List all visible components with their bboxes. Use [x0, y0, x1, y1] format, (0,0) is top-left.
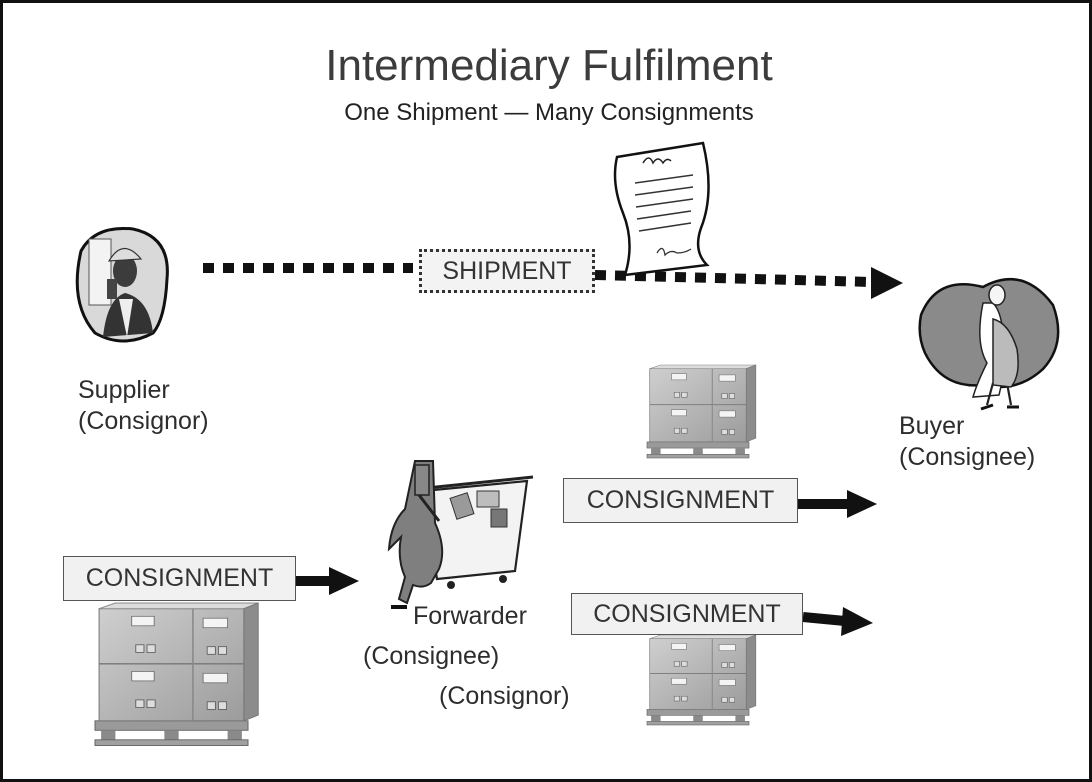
supplier-worker-icon	[75, 226, 169, 343]
forwarder-role-consignee: (Consignee)	[363, 642, 500, 670]
forwarder-cart-icon	[387, 460, 534, 609]
buyer-role: (Consignee)	[899, 443, 1036, 471]
buyer-label: Buyer (Consignee)	[899, 411, 1035, 473]
consignment-arrow-in	[296, 567, 359, 595]
shipment-arrow	[203, 263, 903, 299]
diagram-title: Intermediary Fulfilment	[325, 41, 773, 90]
forwarder-name: Forwarder	[413, 602, 527, 630]
buyer-reading-receipt-icon	[918, 278, 1060, 411]
consignment-arrow-out-top	[798, 490, 877, 518]
consignment-arrow-out-bottom	[802, 607, 873, 636]
pallet-bottom-right	[646, 634, 757, 726]
pallet-bottom-left	[94, 602, 259, 747]
consignment-box-outbound-top: CONSIGNMENT	[563, 478, 798, 523]
diagram-art	[75, 141, 1060, 747]
shipping-document-icon	[613, 141, 710, 277]
shipment-label-box: SHIPMENT	[419, 249, 595, 293]
forwarder-role-consignor: (Consignor)	[439, 682, 570, 710]
consignment-box-outbound-bottom: CONSIGNMENT	[571, 593, 803, 635]
pallet-top-right	[646, 364, 757, 459]
supplier-role: (Consignor)	[78, 407, 209, 435]
diagram-subtitle: One Shipment — Many Consignments	[344, 99, 754, 126]
supplier-name: Supplier	[78, 376, 170, 404]
consignment-box-inbound: CONSIGNMENT	[63, 556, 296, 601]
buyer-name: Buyer	[899, 412, 965, 440]
supplier-label: Supplier (Consignor)	[78, 375, 209, 437]
